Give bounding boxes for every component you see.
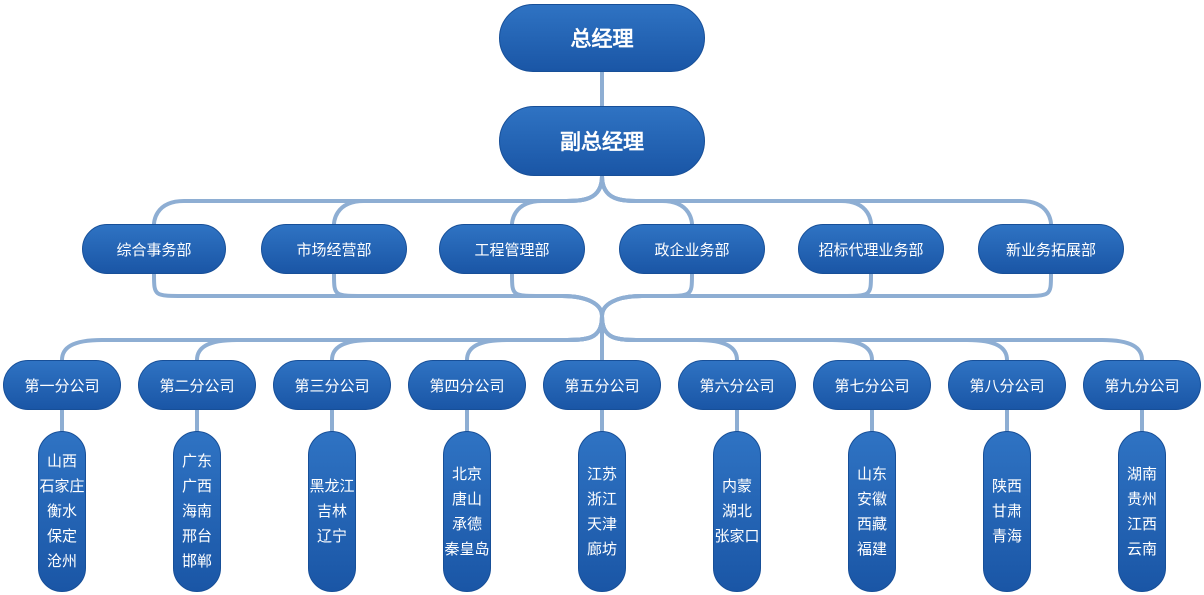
branch-node: 第一分公司 [3, 360, 121, 410]
general-manager-node: 总经理 [499, 4, 705, 72]
region-list-node: 内蒙湖北张家口 [713, 431, 761, 592]
region-label: 山东 [856, 464, 887, 483]
region-label: 张家口 [714, 527, 760, 545]
region-list-node: 山西石家庄衡水保定沧州 [38, 431, 86, 592]
deputy-general-manager-node: 副总经理 [499, 106, 705, 176]
region-list-node: 黑龙江吉林辽宁 [308, 431, 356, 592]
region-label: 海南 [181, 502, 212, 520]
region-label: 内蒙 [721, 477, 752, 495]
junction-to-branch-4-line [465, 314, 604, 362]
region-label: 廊坊 [586, 539, 617, 558]
branch-node: 第四分公司 [408, 360, 526, 410]
region-list-node: 山东安徽西藏福建 [848, 431, 896, 592]
department-node: 政企业务部 [619, 224, 765, 274]
region-label: 保定 [46, 527, 77, 545]
region-label: 秦皇岛 [444, 539, 490, 558]
region-label: 云南 [1126, 539, 1157, 558]
region-label: 江西 [1126, 514, 1157, 533]
branch-node: 第八分公司 [948, 360, 1066, 410]
region-label: 石家庄 [39, 477, 85, 495]
region-label: 吉林 [316, 502, 347, 520]
region-list-node: 北京唐山承德秦皇岛 [443, 431, 491, 592]
region-label: 贵州 [1126, 489, 1157, 508]
deputy-to-dept-6-line [600, 174, 1053, 226]
region-label: 广东 [181, 452, 212, 470]
region-label: 山西 [46, 452, 77, 470]
region-label: 陕西 [991, 477, 1022, 495]
department-node: 招标代理业务部 [798, 224, 944, 274]
region-label: 邯郸 [181, 552, 212, 570]
region-label: 辽宁 [316, 527, 347, 545]
junction-to-branch-9-line [600, 314, 1144, 362]
department-node: 市场经营部 [261, 224, 407, 274]
branch-node: 第九分公司 [1083, 360, 1201, 410]
region-label: 黑龙江 [309, 477, 355, 495]
region-label: 西藏 [856, 514, 887, 533]
region-label: 安徽 [856, 489, 887, 508]
region-label: 福建 [856, 539, 887, 558]
branch-node: 第七分公司 [813, 360, 931, 410]
region-list-node: 广东广西海南邢台邯郸 [173, 431, 221, 592]
region-list-node: 陕西甘肃青海 [983, 431, 1031, 592]
branch-node: 第三分公司 [273, 360, 391, 410]
region-list-node: 湖南贵州江西云南 [1118, 431, 1166, 592]
region-label: 承德 [451, 514, 482, 533]
region-label: 青海 [991, 527, 1022, 545]
deputy-to-dept-3-line [510, 174, 604, 226]
region-label: 浙江 [586, 489, 617, 508]
region-label: 天津 [586, 514, 617, 533]
dept-3-to-junction-line [510, 272, 604, 318]
branch-node: 第二分公司 [138, 360, 256, 410]
region-label: 唐山 [451, 489, 482, 508]
dept-6-to-junction-line [600, 272, 1053, 318]
region-label: 邢台 [181, 527, 212, 545]
region-label: 湖南 [1126, 464, 1157, 483]
region-label: 沧州 [46, 552, 77, 570]
region-label: 衡水 [46, 502, 77, 520]
branch-node: 第五分公司 [543, 360, 661, 410]
region-label: 江苏 [586, 464, 617, 483]
region-label: 湖北 [721, 502, 752, 520]
department-node: 新业务拓展部 [978, 224, 1124, 274]
department-node: 工程管理部 [439, 224, 585, 274]
region-label: 甘肃 [991, 502, 1022, 520]
region-label: 广西 [181, 477, 212, 495]
region-label: 北京 [451, 464, 482, 483]
region-list-node: 江苏浙江天津廊坊 [578, 431, 626, 592]
department-node: 综合事务部 [82, 224, 226, 274]
branch-node: 第六分公司 [678, 360, 796, 410]
